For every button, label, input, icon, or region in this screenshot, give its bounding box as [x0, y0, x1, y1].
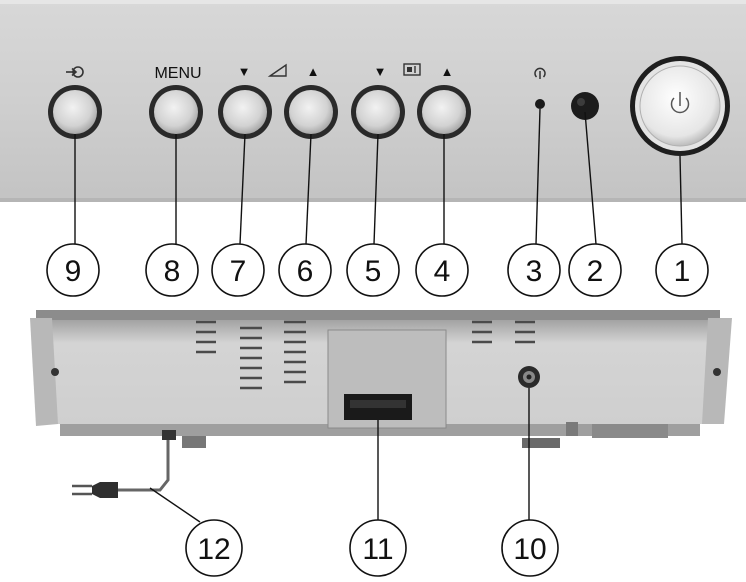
channel-up-arrow: ▲	[441, 64, 454, 79]
callout-label-10: 10	[513, 533, 546, 566]
power-cord	[72, 430, 176, 498]
volume-icon	[267, 63, 287, 77]
back-leader-lines	[149, 388, 530, 523]
remote-sensor	[571, 92, 599, 120]
channel-down-arrow: ▼	[374, 64, 387, 79]
antenna-input	[518, 366, 540, 388]
callout-11	[349, 519, 407, 577]
callout-6	[278, 243, 332, 297]
callout-1	[655, 243, 709, 297]
volume-down-arrow: ▼	[238, 64, 251, 79]
callout-10	[501, 519, 559, 577]
callout-numbers: 9 8 7 6 5 4 3 2 1 12 11 10	[65, 255, 691, 566]
callout-12	[185, 519, 243, 577]
callout-4	[415, 243, 469, 297]
callout-2	[568, 243, 622, 297]
callout-3	[507, 243, 561, 297]
vent-slots	[196, 320, 535, 390]
callout-9	[46, 243, 100, 297]
callout-label-1: 1	[674, 255, 691, 288]
callout-label-7: 7	[230, 255, 247, 288]
front-leader-lines	[74, 108, 683, 245]
menu-label: MENU	[154, 65, 201, 82]
power-indicator-led	[535, 99, 545, 109]
volume-up-arrow: ▲	[307, 64, 320, 79]
callout-8	[145, 243, 199, 297]
callout-label-6: 6	[297, 255, 314, 288]
callout-5	[346, 243, 400, 297]
callout-label-4: 4	[434, 255, 451, 288]
power-indicator-icon	[534, 67, 546, 79]
power-switch-icon	[670, 92, 690, 114]
callout-label-3: 3	[526, 255, 543, 288]
menu-button[interactable]	[149, 85, 203, 139]
callout-label-2: 2	[587, 255, 604, 288]
callout-label-9: 9	[65, 255, 82, 288]
channel-up-button[interactable]	[417, 85, 471, 139]
volume-down-button[interactable]	[218, 85, 272, 139]
callout-label-12: 12	[197, 533, 230, 566]
volume-up-button[interactable]	[284, 85, 338, 139]
callout-label-11: 11	[362, 533, 393, 566]
channel-icon	[403, 63, 421, 76]
callout-7	[211, 243, 265, 297]
input-button[interactable]	[48, 85, 102, 139]
input-source-icon	[66, 66, 84, 78]
channel-down-button[interactable]	[351, 85, 405, 139]
callout-label-5: 5	[365, 255, 382, 288]
callout-circles	[46, 243, 709, 577]
callout-label-8: 8	[164, 255, 181, 288]
scart-connector	[327, 329, 447, 429]
